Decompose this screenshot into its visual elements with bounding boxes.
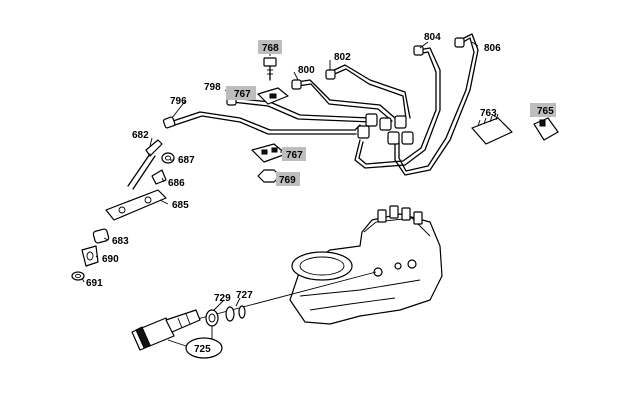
injector-bottom — [131, 305, 246, 351]
injection-pump-body — [289, 205, 443, 325]
highlight-767-lower — [282, 147, 306, 161]
label-686: 686 — [168, 178, 185, 189]
highlight-765 — [530, 103, 556, 117]
label-804: 804 — [424, 32, 441, 43]
label-685: 685 — [172, 200, 189, 211]
highlight-767-upper — [226, 86, 256, 100]
label-725: 725 — [194, 344, 211, 355]
label-798: 798 — [204, 82, 221, 93]
label-769: 769 — [279, 175, 296, 186]
label-691: 691 — [86, 278, 103, 289]
label-683: 683 — [112, 236, 129, 247]
label-727: 727 — [236, 290, 253, 301]
highlight-768 — [258, 40, 282, 54]
label-690: 690 — [102, 254, 119, 265]
clamp-blocks-right — [471, 113, 559, 145]
label-765: 765 — [537, 106, 554, 117]
label-767-upper: 767 — [234, 89, 251, 100]
callout-oval-725 — [185, 337, 223, 359]
label-800: 800 — [298, 65, 315, 76]
highlight-769 — [276, 172, 300, 186]
label-796: 796 — [170, 96, 187, 107]
label-802: 802 — [334, 52, 351, 63]
label-682: 682 — [132, 130, 149, 141]
callouts: 768 767 767 769 765 763 802 800 798 796 … — [86, 32, 556, 359]
label-763: 763 — [480, 108, 497, 119]
label-767-lower: 767 — [286, 150, 303, 161]
injection-lines — [162, 33, 479, 176]
clamp-parts — [251, 57, 289, 183]
label-729: 729 — [214, 293, 231, 304]
callout-leaders — [81, 41, 545, 348]
injector-holder-assembly — [71, 139, 175, 281]
label-806: 806 — [484, 43, 501, 54]
label-768: 768 — [262, 43, 279, 54]
label-687: 687 — [178, 155, 195, 166]
